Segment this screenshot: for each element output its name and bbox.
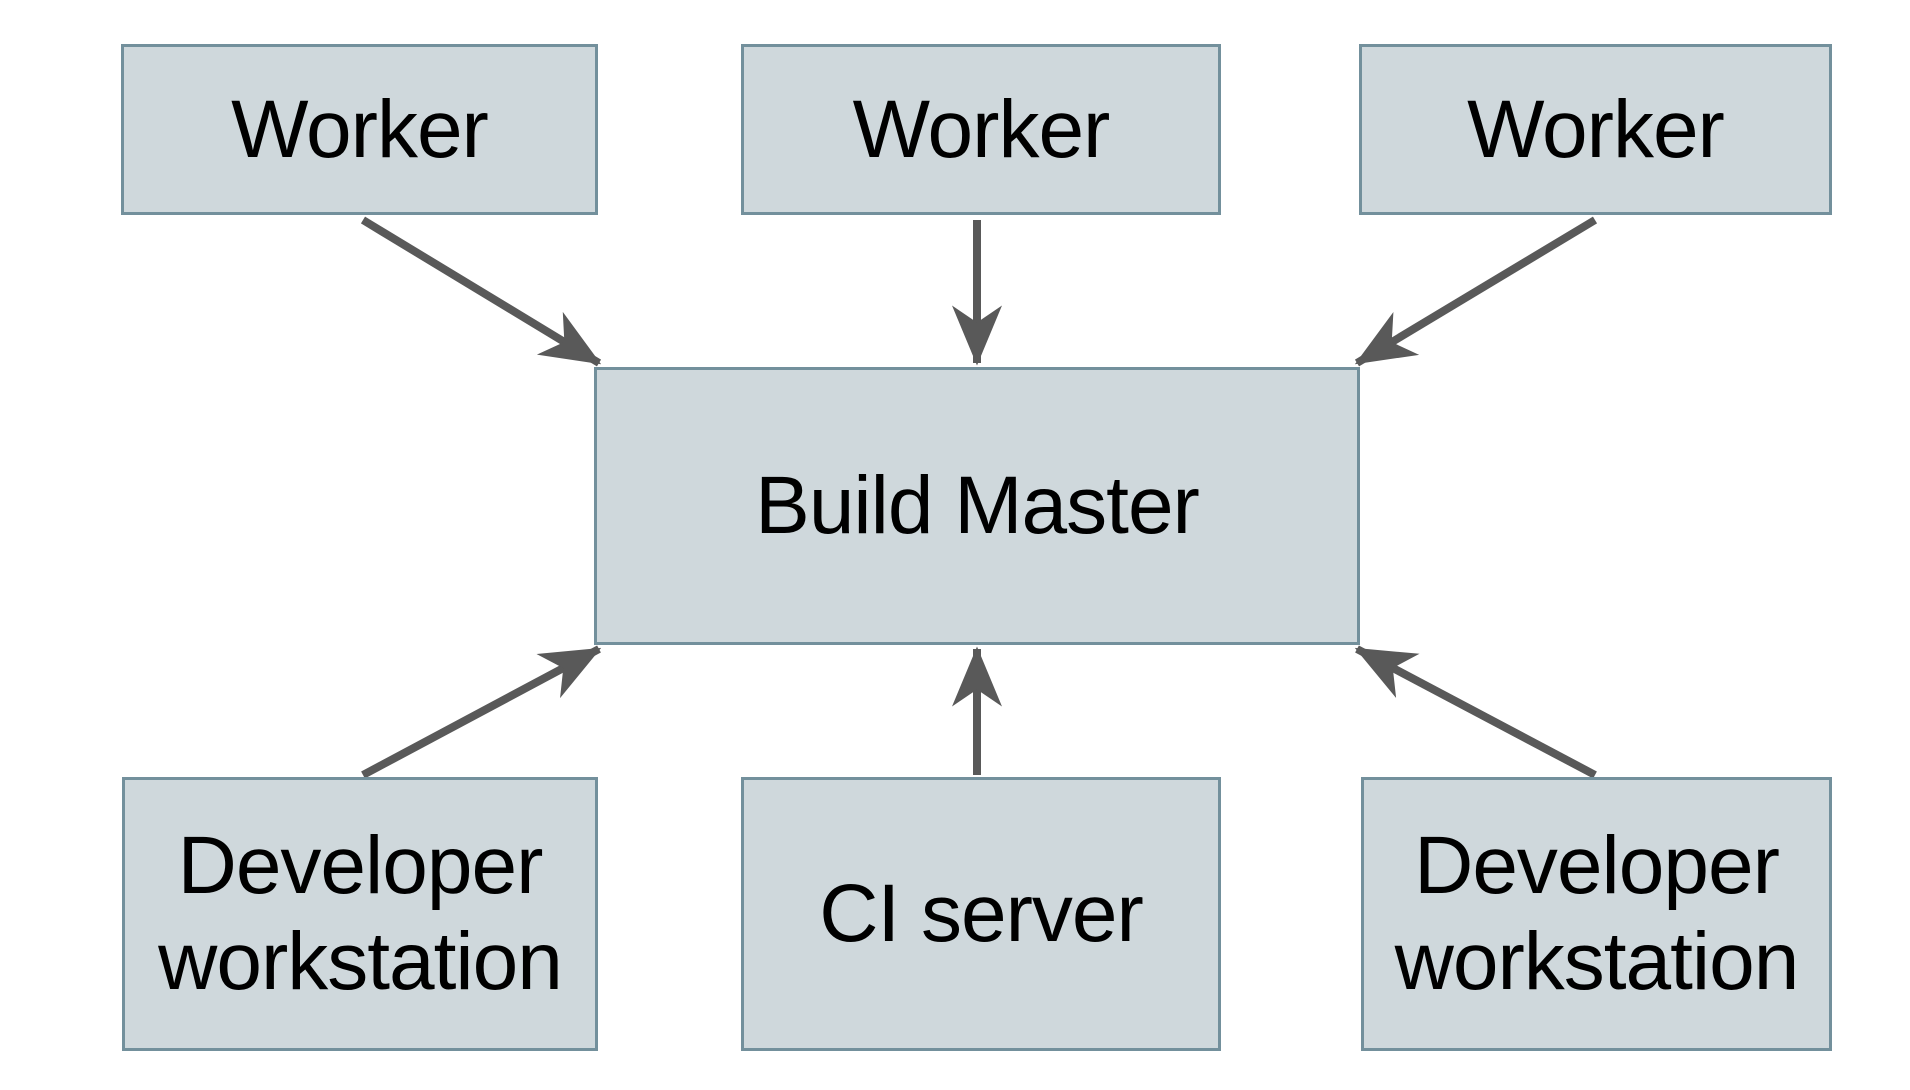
- arrow-worker-1-to-build-master: [360, 216, 602, 367]
- node-developer-workstation-1: Developer workstation: [122, 777, 598, 1051]
- node-developer-workstation-1-label: Developer workstation: [158, 820, 563, 1007]
- node-worker-1-label: Worker: [231, 83, 489, 175]
- node-worker-2-label: Worker: [852, 83, 1111, 175]
- node-worker-3-label: Worker: [1467, 83, 1725, 175]
- node-worker-3: Worker: [1359, 44, 1832, 215]
- arrow-developer-workstation-1-to-build-master: [361, 645, 602, 779]
- node-worker-2: Worker: [741, 44, 1221, 215]
- node-worker-1: Worker: [121, 44, 598, 215]
- node-ci-server-label: CI server: [819, 868, 1144, 960]
- arrow-developer-workstation-2-to-build-master: [1354, 645, 1597, 779]
- node-developer-workstation-2: Developer workstation: [1361, 777, 1832, 1051]
- node-ci-server: CI server: [741, 777, 1221, 1051]
- node-build-master-label: Build Master: [755, 460, 1200, 552]
- node-build-master: Build Master: [594, 367, 1360, 645]
- node-developer-workstation-2-label: Developer workstation: [1394, 820, 1800, 1007]
- arrow-worker-3-to-build-master: [1354, 216, 1598, 367]
